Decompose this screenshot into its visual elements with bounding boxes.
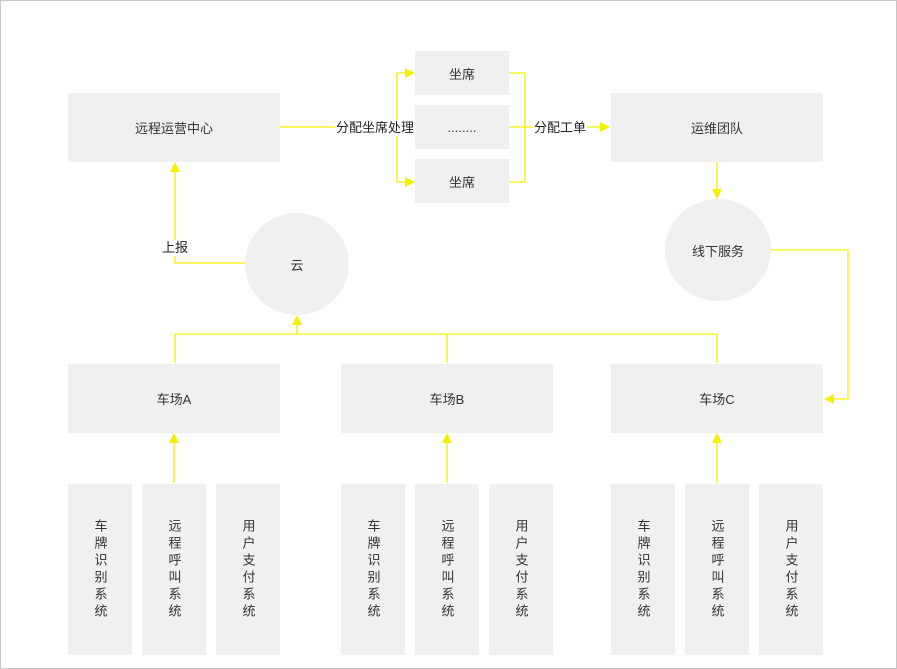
offline-service-node: 线下服务 [665,199,771,301]
lot-b-user-payment-system: 用户支付系统 [489,484,553,655]
cloud-label: 云 [290,257,304,273]
offline-service-label: 线下服务 [691,243,744,259]
system-label: 用户支付系统 [783,518,799,621]
seat-bottom-node: 坐席 [415,159,509,203]
lot-c-node: 车场C [611,364,823,433]
system-label: 远程呼叫系统 [709,518,725,621]
system-label: 用户支付系统 [513,518,529,621]
edge-lots-bus [174,333,718,363]
seat-top-label: 坐席 [448,66,475,82]
lot-a-remote-call-system: 远程呼叫系统 [142,484,206,655]
system-label: 远程呼叫系统 [166,518,182,621]
system-label: 车牌识别系统 [365,518,381,621]
seat-middle-node: ........ [415,105,509,149]
system-label: 车牌识别系统 [635,518,651,621]
lot-a-node: 车场A [68,364,280,433]
lot-c-label: 车场C [699,392,735,407]
ops-team-node: 运维团队 [611,93,823,162]
edge-fork-seat-top [396,68,415,127]
lot-a-plate-recognition-system: 车牌识别系统 [68,484,132,655]
lot-c-remote-call-system: 远程呼叫系统 [685,484,749,655]
lot-b-label: 车场B [429,392,465,407]
edge-cloud-report [170,162,245,264]
lot-b-node: 车场B [341,364,553,433]
system-label: 远程呼叫系统 [439,518,455,621]
edge-label-report: 上报 [161,240,190,256]
lot-a-label: 车场A [156,392,192,407]
seat-top-node: 坐席 [415,51,509,95]
remote-ops-center-node: 远程运营中心 [68,93,280,162]
cloud-node: 云 [245,213,349,315]
lot-b-remote-call-system: 远程呼叫系统 [415,484,479,655]
seat-middle-label: ........ [447,119,477,135]
remote-ops-center-label: 远程运营中心 [134,121,213,136]
lot-c-user-payment-system: 用户支付系统 [759,484,823,655]
system-label: 车牌识别系统 [92,518,108,621]
edge-fork-seat-bottom [396,127,415,187]
ops-team-label: 运维团队 [690,121,743,136]
system-label: 用户支付系统 [240,518,256,621]
edge-offline-to-lotC [771,249,849,404]
seat-bottom-label: 坐席 [448,174,475,190]
lot-a-user-payment-system: 用户支付系统 [216,484,280,655]
lot-b-plate-recognition-system: 车牌识别系统 [341,484,405,655]
lot-c-plate-recognition-system: 车牌识别系统 [611,484,675,655]
edge-label-assign-seat: 分配坐席处理 [335,120,416,136]
edge-label-assign-order: 分配工单 [533,120,588,136]
